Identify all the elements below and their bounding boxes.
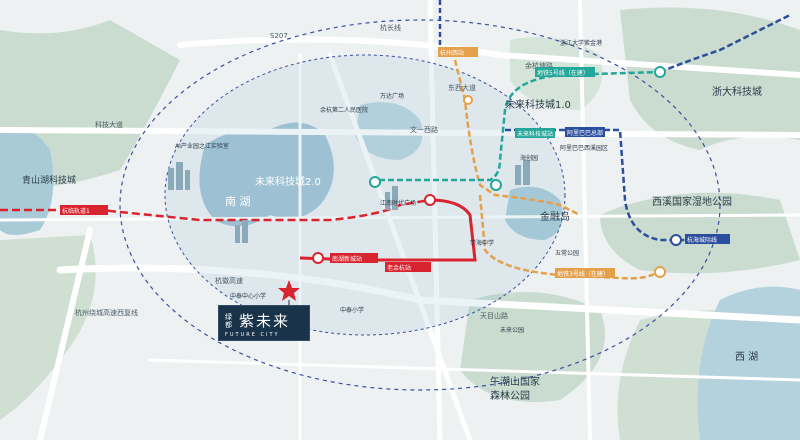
line5-tag <box>535 67 595 77</box>
inner-area-ring <box>164 54 566 336</box>
yuhangtang-road-label: 余杭塘路 <box>525 61 553 70</box>
poi-haichuang: 海创园 <box>520 154 538 162</box>
station-icon <box>369 176 381 188</box>
xixi-wetland-label: 西溪国家湿地公园 <box>652 195 732 208</box>
xihu-lake <box>697 286 800 440</box>
west-station-tag <box>438 47 478 57</box>
core-area-ring <box>119 19 721 391</box>
jinrongdao-water <box>505 186 563 240</box>
station-icon <box>490 179 502 191</box>
future-sci-2-label: 未来科技城2.0 <box>255 175 321 188</box>
wuchaoshan-line1: 午潮山国家 <box>490 375 540 388</box>
keji-road <box>0 127 800 138</box>
line3-label: 地铁3号线（在建） <box>557 270 609 278</box>
hangchang-road-label: 杭长线 <box>380 23 401 32</box>
metro-line-red-dashed <box>0 198 431 222</box>
poi-wuchang-park: 五常公园 <box>555 249 579 257</box>
jinrongdao-label: 金融岛 <box>540 210 570 223</box>
nanhu-station-tag <box>330 253 378 263</box>
laoyuhang-label: 老余杭站 <box>387 264 411 272</box>
ali-station-label: 阿里巴巴总部 <box>567 129 603 137</box>
main-ns-road <box>427 0 443 440</box>
west-station-label: 杭州西站 <box>440 49 464 57</box>
hanghui-highway-label: 杭徽高速 <box>215 276 243 285</box>
ali-station-tag <box>565 127 605 137</box>
poi-school: 中泰中心小学 <box>230 292 266 300</box>
south-road <box>148 358 800 382</box>
poi-alibaba-campus: 阿里巴巴西溪园区 <box>560 144 608 152</box>
poi-central-school: 中泰小学 <box>340 306 364 314</box>
project-label: 绿都 紫未来 FUTURE CITY <box>218 305 310 341</box>
middle-road <box>0 213 800 222</box>
line1-tag <box>60 205 108 215</box>
hanghai-tag <box>685 234 730 244</box>
hanghai-label: 杭海城际线 <box>687 236 717 244</box>
metro-line-orange-north <box>453 59 581 217</box>
station-icon <box>654 66 666 78</box>
station-icon <box>312 252 324 264</box>
keji-road-label: 科技大道 <box>95 120 123 129</box>
metro-line-red-solid <box>299 198 477 262</box>
qingshanhu-label: 青山湖科技城 <box>22 174 76 186</box>
poi-future-park: 未来公园 <box>500 326 524 334</box>
laoyuhang-tag <box>385 262 431 272</box>
qingshanhu-lake <box>0 127 54 235</box>
project-subtitle: FUTURE CITY <box>225 332 280 338</box>
district-labels: 青山湖科技城 浙大科技城 未来科技城2.0 未来科技城1.0 南 湖 金融岛 西… <box>22 85 762 402</box>
tianmushan-road-label: 天目山路 <box>480 311 508 320</box>
poi-yuhang-hospital: 余杭第二人民医院 <box>320 106 368 114</box>
s207-road-label: S207 <box>270 32 288 40</box>
project-brand: 绿都 <box>225 312 232 329</box>
wuchaoshan-label: 午潮山国家 森林公园 <box>490 375 543 402</box>
station-icon <box>463 95 473 105</box>
future-sci-1-label: 未来科技城1.0 <box>505 98 571 111</box>
station-icon <box>424 194 436 206</box>
poi-zhejiang-uni: 浙江大学紫金港 <box>560 39 602 47</box>
wuchaoshan-line2: 森林公园 <box>490 389 530 402</box>
metro-labels: 地铁5号线（在建） 地铁3号线（在建） 杭海城际线 杭临轨道1 南湖新城站 老余… <box>60 47 730 278</box>
dongxi-road-label: 东西大道 <box>448 83 476 92</box>
station-icon <box>670 234 682 246</box>
xihu-label: 西 湖 <box>735 351 758 363</box>
nanhu-label: 南 湖 <box>225 195 251 208</box>
poi-wanda: 万达广场 <box>380 92 404 100</box>
poi-jiangrong: 江南时代广场 <box>380 199 416 207</box>
metro-station-icons <box>312 66 682 278</box>
line5-label: 地铁5号线（在建） <box>537 69 589 77</box>
hanghui-highway <box>56 264 800 324</box>
metro-line-blue <box>659 13 791 74</box>
project-title-row: 绿都 紫未来 <box>225 310 303 331</box>
line1-label: 杭临轨道1 <box>62 207 90 215</box>
zheda-label: 浙大科技城 <box>712 85 762 98</box>
building-icons <box>168 160 530 243</box>
line3-tag <box>555 268 615 278</box>
project-star-icon <box>278 280 300 301</box>
station-icon <box>654 266 666 278</box>
poi-labels: 阿里巴巴西溪园区 浙江大学紫金港 海创园 学海中学 万达广场 余杭第二人民医院 … <box>175 39 608 334</box>
road-labels: 科技大道 文一西路 余杭塘路 杭徽高速 天目山路 S207 杭长线 东西大道 杭… <box>75 23 553 320</box>
hanghai-line <box>505 128 730 242</box>
nanhu-station-label: 南湖新城站 <box>332 255 362 263</box>
poi-xuehai: 学海中学 <box>470 239 494 247</box>
project-name: 紫未来 <box>239 312 291 330</box>
future-station-label: 未来科技城站 <box>517 130 553 138</box>
poi-ai-town: AI产业园之江实验室 <box>175 142 229 150</box>
ring-road-label: 杭州绕城高速西复线 <box>75 308 138 317</box>
future-station-tag <box>515 128 555 138</box>
dongxi-road <box>327 52 473 440</box>
wenyi-road-label: 文一西路 <box>410 125 438 134</box>
ring-west-road <box>37 227 93 440</box>
project-marker <box>278 280 300 305</box>
